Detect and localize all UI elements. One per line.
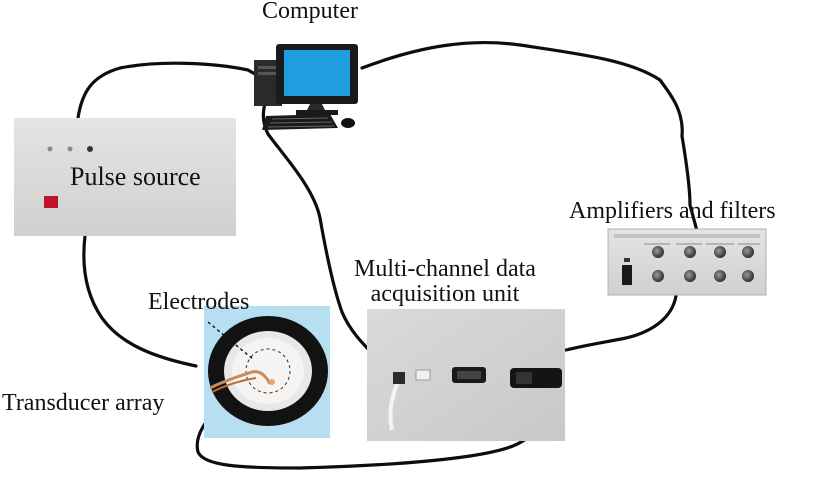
cable-pulse-to-transducer — [82, 234, 198, 368]
computer-screen — [284, 50, 350, 96]
pulse-source-label: Pulse source — [70, 162, 201, 191]
pulse-source-panel — [14, 118, 236, 236]
knob-1 — [652, 246, 664, 258]
knob-4 — [742, 246, 754, 258]
daq-label: Multi-channel data acquisition unit — [354, 256, 536, 308]
transducer-label: Transducer array — [2, 390, 165, 416]
transducer-array — [204, 306, 330, 438]
computer — [254, 44, 358, 130]
knob-6 — [684, 270, 696, 282]
knob-5 — [652, 270, 664, 282]
indicator-led-2 — [67, 146, 73, 152]
amplifiers-and-filters — [607, 228, 767, 296]
cable-pulse-to-computer — [76, 61, 264, 120]
computer-mouse — [341, 118, 355, 128]
amplifiers-label: Amplifiers and filters — [569, 198, 776, 224]
pulse-source — [14, 118, 236, 236]
indicator-led-1 — [47, 146, 53, 152]
knob-8 — [742, 270, 754, 282]
indicator-led-3 — [87, 146, 93, 152]
daq-label-line-2: acquisition unit — [370, 281, 520, 308]
cable-computer-to-amplifiers — [360, 40, 700, 238]
electrode-wire — [209, 370, 272, 390]
electrodes-label: Electrodes — [148, 289, 250, 315]
amplifier-panel — [607, 228, 767, 296]
daq-white-cable — [388, 381, 400, 431]
data-acquisition-unit — [367, 309, 565, 441]
electrodes-leader-line — [207, 321, 255, 361]
knob-3 — [714, 246, 726, 258]
daq-label-line-1: Multi-channel data — [354, 256, 536, 282]
amplifier-power-switch — [622, 265, 632, 285]
power-switch — [44, 196, 58, 208]
knob-2 — [684, 246, 696, 258]
cable-amplifiers-to-daq — [564, 294, 678, 352]
knob-7 — [714, 270, 726, 282]
computer-label: Computer — [262, 0, 358, 24]
